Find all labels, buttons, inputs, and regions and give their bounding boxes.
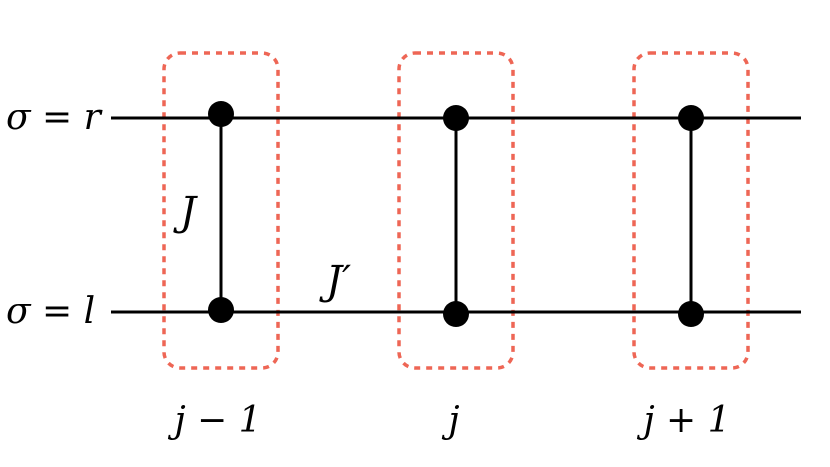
unit-cell-boxes bbox=[162, 51, 750, 370]
ladder-rungs bbox=[219, 114, 693, 314]
node-top-j-plus-1 bbox=[678, 105, 704, 131]
node-top-j bbox=[443, 105, 469, 131]
node-bottom-j bbox=[443, 301, 469, 327]
row-label-bottom: σ = l bbox=[6, 291, 95, 332]
unit-cell-box-j bbox=[397, 51, 515, 370]
site-label-j-minus-1: j − 1 bbox=[167, 400, 261, 441]
node-bottom-j-minus-1 bbox=[208, 297, 234, 323]
unit-cell-box-j-minus-1 bbox=[162, 51, 280, 370]
site-label-j-plus-1: j + 1 bbox=[636, 400, 730, 441]
unit-cell-box-j-plus-1 bbox=[632, 51, 750, 370]
row-label-top: σ = r bbox=[6, 97, 103, 138]
node-top-j-minus-1 bbox=[208, 101, 234, 127]
leg-coupling-label: J′ bbox=[319, 258, 351, 304]
node-bottom-j-plus-1 bbox=[678, 301, 704, 327]
site-label-j: j bbox=[441, 400, 459, 441]
rung-coupling-label: J bbox=[173, 189, 198, 235]
site-nodes bbox=[208, 101, 704, 327]
